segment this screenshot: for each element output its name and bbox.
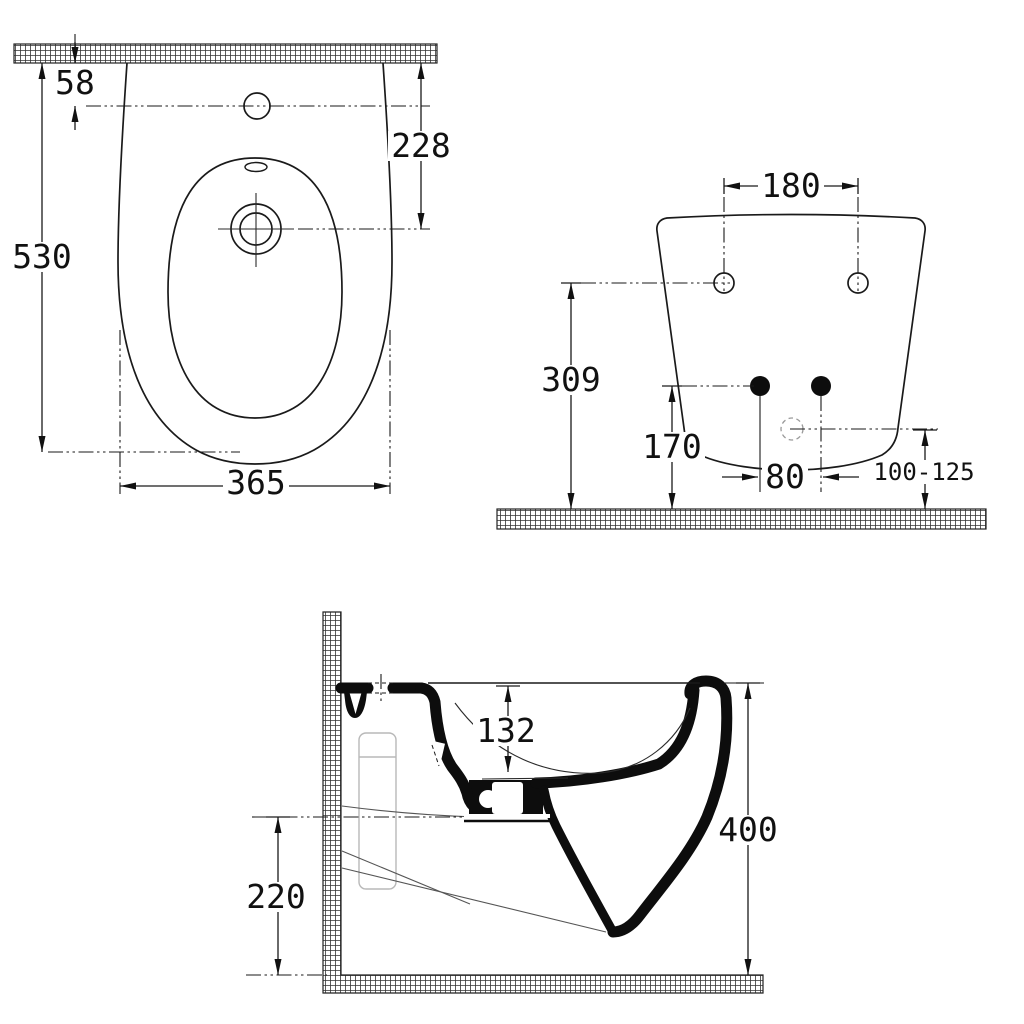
drain-slot	[492, 782, 523, 814]
wall-section-bar-plan	[13, 43, 438, 64]
dim-drain-offset: 228	[388, 63, 454, 229]
trap-gap	[464, 814, 550, 818]
wall-floor-section-bar-side	[322, 611, 764, 994]
bowl-rear-wall-section	[415, 682, 492, 818]
dim-water-inlet-spacing: 80	[722, 457, 859, 496]
hidden-trap-curve	[341, 805, 477, 818]
floor-section-bar-rear	[496, 508, 987, 530]
rear-view: 180 309 170 80 100-125	[496, 166, 987, 530]
hidden-underside-edge-near	[341, 850, 471, 905]
dim-width: 365	[120, 463, 390, 502]
dim-label-220: 220	[246, 877, 306, 916]
drain-flange-edge	[481, 777, 569, 780]
jet-centerline-gap	[427, 741, 445, 771]
bowl-floor-section	[530, 684, 700, 789]
dim-label-228: 228	[391, 126, 451, 165]
dim-label-365: 365	[226, 463, 286, 502]
water-inlet-right	[811, 376, 831, 396]
dim-water-inlet-height: 170	[639, 386, 705, 509]
underside-section	[539, 785, 618, 937]
dim-fixing-hole-height: 309	[538, 283, 604, 509]
dim-label-400: 400	[718, 810, 778, 849]
dim-label-80: 80	[765, 457, 805, 496]
dim-waste-outlet-center-height: 220	[243, 816, 309, 975]
front-wall-section	[607, 675, 733, 938]
dim-rim-to-bowl-depth: 132	[473, 685, 539, 772]
dim-label-309: 309	[541, 360, 601, 399]
water-inlet-left	[750, 376, 770, 396]
jet-centerline-dash	[431, 744, 440, 767]
dim-label-132: 132	[476, 711, 536, 750]
trap-inlet-opening	[479, 790, 497, 808]
dim-label-170: 170	[642, 427, 702, 466]
dim-label-180: 180	[761, 166, 821, 205]
dim-label-100-125: 100-125	[873, 458, 974, 486]
dim-overall-height: 400	[715, 682, 781, 975]
concealed-drain-pipe-phantom	[358, 732, 397, 890]
overflow-slot	[244, 161, 268, 173]
fixing-bracket-notch	[349, 691, 362, 714]
dim-label-530: 530	[12, 237, 72, 276]
top-view-plan: 530 228 58 365	[9, 34, 454, 502]
side-section-view: 132 400 220	[243, 611, 781, 994]
dim-label-58: 58	[55, 63, 95, 102]
hidden-underside-edge-far	[341, 867, 607, 933]
bowl-inner-outline-plan	[167, 157, 343, 419]
dim-faucet-offset: 58	[52, 42, 98, 130]
dim-waste-outlet-height: 100-125	[873, 430, 975, 509]
dim-total-depth: 530	[9, 63, 75, 452]
bidet-outer-outline-plan	[117, 62, 393, 465]
dim-fixing-hole-spacing: 180	[724, 166, 858, 205]
